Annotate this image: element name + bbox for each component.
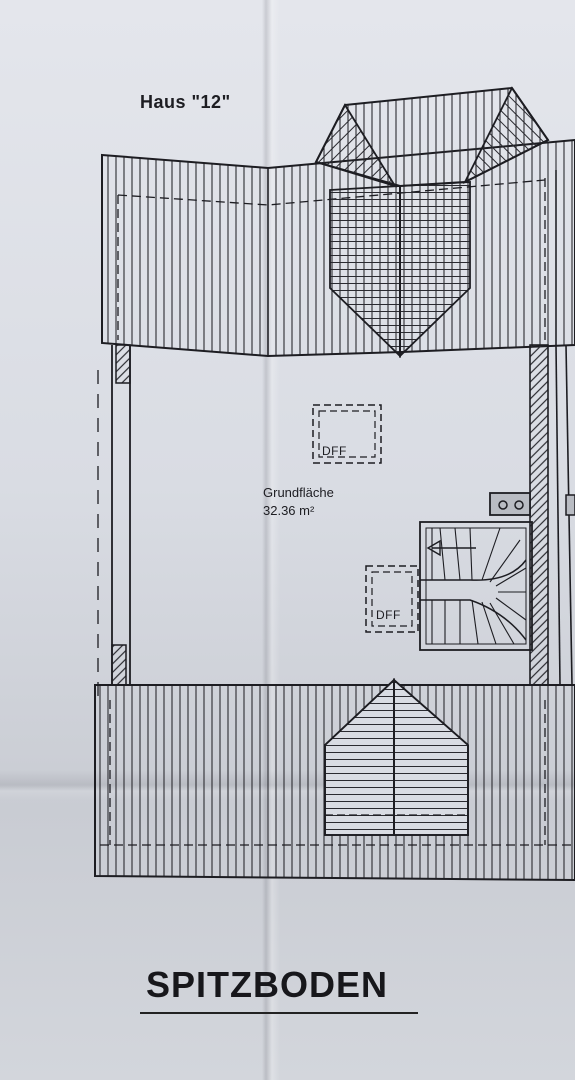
- staircase: [419, 521, 533, 651]
- skylight-label-1: DFF: [322, 444, 347, 458]
- house-label: Haus "12": [140, 92, 231, 112]
- area-value: 32.36 m²: [263, 503, 315, 518]
- area-label: Grundfläche: [263, 485, 334, 500]
- skylight-1-outline: [312, 404, 382, 464]
- skylight-2-outline: [365, 565, 419, 633]
- floor-title-underline: [140, 1012, 418, 1014]
- bottom-dormer: [324, 677, 469, 836]
- room-walls: [97, 344, 575, 700]
- top-dormer: [314, 86, 550, 359]
- floor-title: SPITZBODEN: [146, 964, 389, 1005]
- skylight-label-2: DFF: [376, 608, 401, 622]
